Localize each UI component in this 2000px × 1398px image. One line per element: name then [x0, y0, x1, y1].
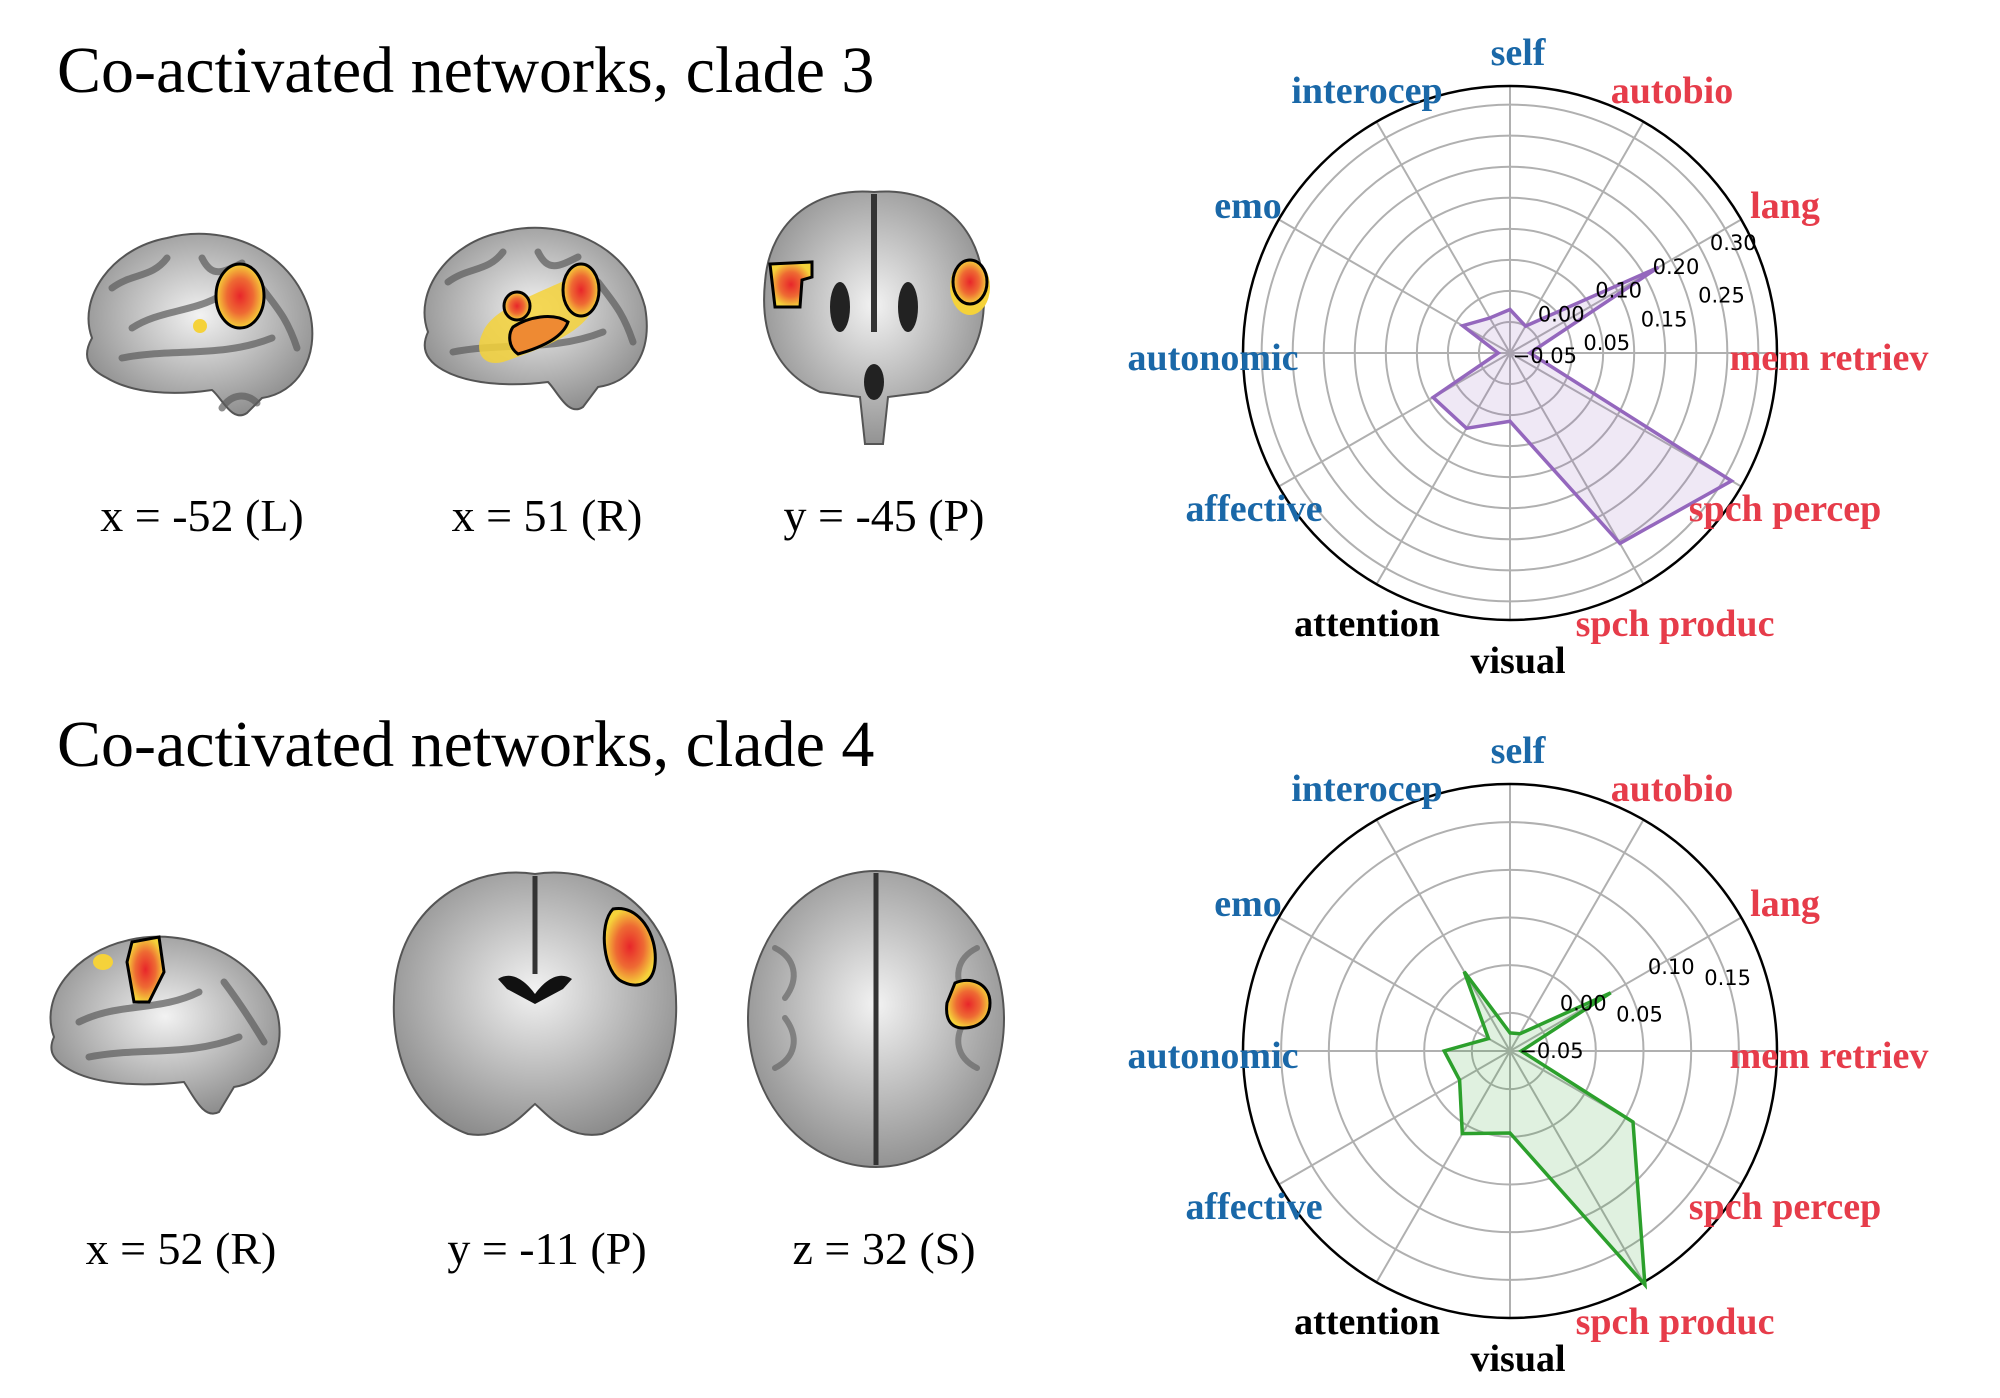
r-tick-label: 0.00 [1538, 303, 1585, 327]
r-tick-label: −0.05 [1513, 344, 1577, 368]
activation-cluster [193, 319, 207, 333]
activation-cluster [947, 980, 990, 1028]
panel-title-clade-3: Co-activated networks, clade 3 [57, 38, 874, 104]
brain-slice-axial [745, 868, 1007, 1170]
slice-coordinate-label: x = 51 (R) [452, 493, 643, 539]
axis-label-autonomic: autonomic [1128, 1035, 1299, 1077]
axis-label-self: self [1491, 730, 1547, 772]
axis-label-spch-percep: spch percep [1689, 1186, 1881, 1228]
axis-label-visual: visual [1470, 640, 1565, 682]
axis-label-lang: lang [1750, 883, 1820, 925]
brain-slice-sagittal-right [39, 922, 293, 1122]
activation-cluster [953, 260, 987, 304]
axis-label-interocep: interocep [1291, 768, 1442, 810]
axis-label-visual: visual [1470, 1338, 1565, 1380]
r-tick-label: 0.10 [1648, 955, 1695, 979]
r-tick-label: 0.05 [1616, 1003, 1663, 1027]
radar-chart-clade-4: −0.05 0.00 0.05 0.10 0.15 mem retriev lang auto… [1100, 698, 2000, 1398]
activation-cluster [93, 954, 113, 970]
slice-coordinate-label: x = 52 (R) [86, 1226, 277, 1272]
axis-label-emo: emo [1214, 883, 1282, 925]
activation-cluster [563, 264, 599, 316]
slice-coordinate-label: z = 32 (S) [792, 1226, 975, 1272]
series-polygon-clade-4 [1444, 972, 1645, 1285]
r-tick-label: 0.20 [1653, 255, 1700, 279]
slice-coordinate-label: y = -45 (P) [784, 493, 985, 539]
axis-label-self: self [1491, 32, 1547, 74]
radar-chart-clade-3: −0.05 0.00 0.05 0.10 0.15 0.20 0.25 0.30 mem ret… [1100, 0, 2000, 700]
axis-label-lang: lang [1750, 185, 1820, 227]
axis-label-autobio: autobio [1611, 70, 1733, 112]
r-tick-label: 0.05 [1583, 331, 1630, 355]
r-tick-label: 0.15 [1704, 966, 1751, 990]
axis-label-affective: affective [1185, 1186, 1322, 1228]
r-tick-label: 0.10 [1595, 279, 1642, 303]
axis-label-interocep: interocep [1291, 70, 1442, 112]
brain-slice-sagittal-left [72, 218, 320, 430]
axis-label-spch-produc: spch produc [1576, 1301, 1775, 1343]
r-tick-labels: −0.05 0.00 0.05 0.10 0.15 [1519, 955, 1751, 1063]
activation-cluster [216, 264, 264, 328]
r-tick-label: −0.05 [1519, 1039, 1583, 1063]
axis-label-mem-retriev: mem retriev [1730, 1035, 1929, 1077]
r-tick-label: 0.25 [1698, 284, 1745, 308]
brain-slice-coronal [383, 864, 687, 1142]
axis-label-affective: affective [1185, 488, 1322, 530]
axis-label-emo: emo [1214, 185, 1282, 227]
ventricle [830, 282, 850, 332]
brain-silhouette [51, 937, 280, 1114]
ventricle [864, 364, 884, 400]
ventricle [898, 282, 918, 332]
axis-label-autonomic: autonomic [1128, 337, 1299, 379]
axis-label-autobio: autobio [1611, 768, 1733, 810]
axis-label-mem-retriev: mem retriev [1730, 337, 1929, 379]
brain-slice-coronal [750, 182, 998, 450]
r-tick-label: 0.30 [1710, 231, 1757, 255]
axis-label-attention: attention [1294, 1301, 1440, 1343]
r-tick-label: 0.00 [1560, 991, 1607, 1015]
slice-coordinate-label: y = -11 (P) [447, 1226, 646, 1272]
slice-coordinate-label: x = -52 (L) [100, 493, 304, 539]
r-tick-label: 0.15 [1641, 308, 1688, 332]
brain-slice-sagittal-right [413, 212, 651, 422]
axis-label-attention: attention [1294, 603, 1440, 645]
panel-title-clade-4: Co-activated networks, clade 4 [57, 712, 874, 778]
axis-label-spch-produc: spch produc [1576, 603, 1775, 645]
activation-cluster [504, 292, 530, 320]
axis-label-spch-percep: spch percep [1689, 488, 1881, 530]
